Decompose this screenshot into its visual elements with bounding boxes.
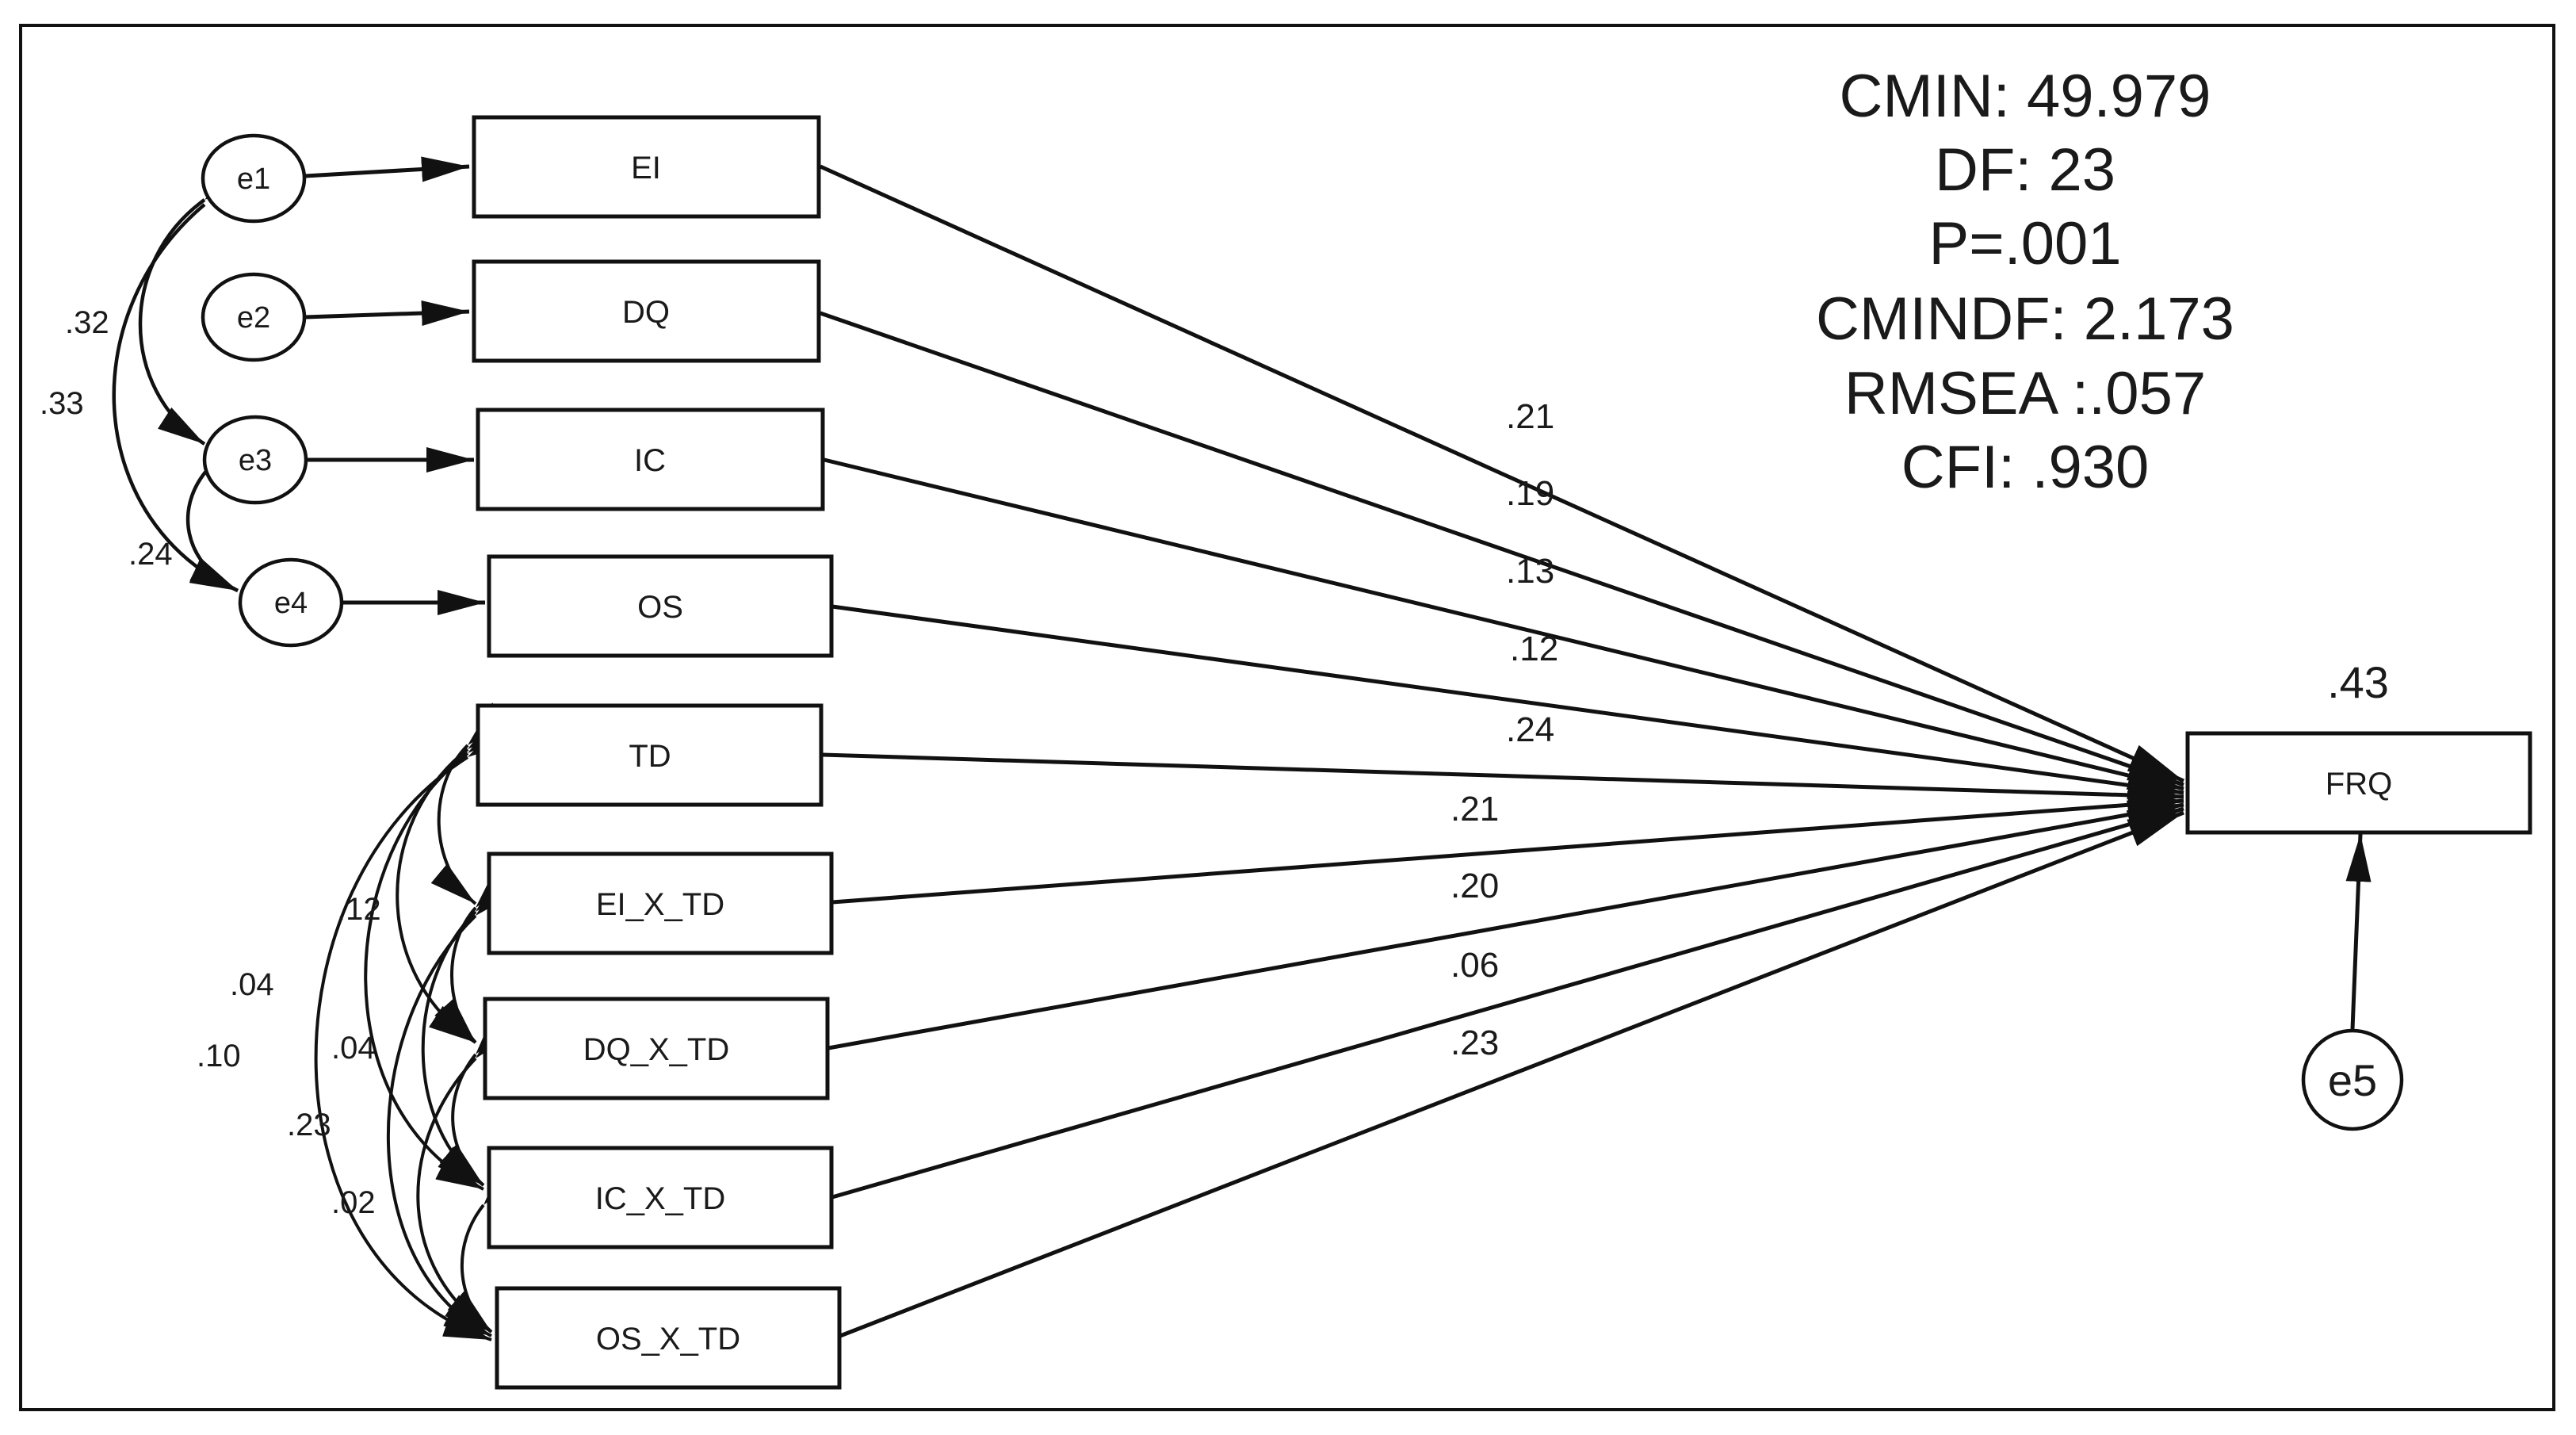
coef-ic-x-td: .06 [1450, 946, 1499, 985]
path-coefficient-labels: .21 .19 .13 .12 .24 .21 .20 .06 .23 [1450, 397, 1558, 1062]
box-ic-x-td: IC_X_TD [487, 1146, 834, 1249]
box-ic-x-td-label: IC_X_TD [595, 1181, 726, 1216]
error-e5: e5 [2301, 1028, 2404, 1131]
box-os-x-td: OS_X_TD [495, 1286, 842, 1390]
path-td-frq [822, 752, 2184, 809]
path-dq-frq [820, 311, 2184, 787]
error-e2-label: e2 [237, 301, 270, 335]
cov-e1-e4 [112, 203, 239, 593]
box-os: OS [487, 554, 834, 658]
cov-label-6: .02 [331, 1185, 376, 1220]
error-e2: e2 [201, 272, 307, 362]
coef-dq: .19 [1506, 474, 1554, 513]
box-dq: DQ [472, 259, 821, 363]
path-os-frq [831, 604, 2184, 800]
error-arrows [304, 156, 2372, 1030]
coef-td: .24 [1506, 710, 1554, 749]
path-dq-x-td-frq [827, 800, 2184, 1050]
cov-e3-e4 [185, 425, 249, 593]
error-e1-label: e1 [237, 163, 270, 196]
cov-label-5: .23 [287, 1108, 331, 1142]
path-ei-frq [819, 164, 2185, 783]
error-e3-label: e3 [239, 444, 272, 477]
fit-p: P=.001 [1929, 210, 2122, 277]
box-ei-x-td: EI_X_TD [487, 851, 834, 955]
box-dq-label: DQ [622, 295, 670, 330]
error-covariance-labels: .32 .33 .24 [40, 305, 173, 572]
box-os-x-td-label: OS_X_TD [596, 1322, 740, 1357]
box-td-label: TD [629, 739, 671, 774]
cov-label-e3-e4: .24 [128, 537, 173, 572]
coef-ei-x-td: .21 [1450, 790, 1499, 828]
cov-label-e1-e4: .33 [40, 386, 84, 421]
path-ei-x-td-frq [831, 790, 2184, 905]
cov-label-e1-e3: .32 [65, 305, 109, 340]
error-covariances [112, 161, 250, 593]
arrow-e5-frq [2345, 833, 2372, 1030]
error-e1: e1 [201, 133, 307, 224]
coef-dq-x-td: .20 [1450, 867, 1499, 905]
outcome-box: FRQ [2185, 731, 2532, 835]
outcome-r-squared: .43 [2327, 657, 2389, 707]
path-ic-frq [824, 457, 2184, 791]
error-e5-label: e5 [2328, 1055, 2377, 1105]
cov-label-1: .12 [337, 892, 381, 927]
arrow-e2-dq [304, 300, 470, 327]
box-ei: EI [472, 115, 821, 219]
box-os-label: OS [637, 590, 683, 625]
cov-eixtd-osxtd [386, 873, 519, 1337]
coef-ic: .13 [1506, 552, 1554, 591]
regression-paths [819, 164, 2185, 1338]
cov-label-3: .10 [197, 1039, 241, 1073]
coef-ei: .21 [1506, 397, 1554, 436]
fit-cmindf: CMINDF: 2.173 [1816, 285, 2234, 353]
coef-os-x-td: .23 [1450, 1024, 1499, 1062]
fit-df: DF: 23 [1935, 136, 2115, 204]
error-e4: e4 [238, 557, 344, 648]
coef-os: .12 [1510, 629, 1558, 668]
predictor-covariances [314, 702, 523, 1341]
cov-icxtd-osxtd [447, 1160, 523, 1334]
box-dq-x-td: DQ_X_TD [483, 997, 830, 1100]
cov-label-4: .04 [331, 1031, 376, 1066]
cov-td-dqxtd [396, 710, 513, 1044]
fit-statistics: CMIN: 49.979 DF: 23 P=.001 CMINDF: 2.173… [1816, 63, 2234, 501]
predictor-boxes: EI DQ IC OS TD EI_X_TD DQ_X_TD IC_X_TD [472, 115, 842, 1390]
box-ic-label: IC [634, 443, 666, 478]
cov-td-osxtd [314, 721, 515, 1341]
cov-e1-e3 [138, 161, 250, 446]
predictor-covariance-labels: .12 .04 .10 .04 .23 .02 [197, 892, 381, 1220]
fit-rmsea: RMSEA :.057 [1844, 360, 2206, 427]
box-ei-label: EI [631, 151, 661, 186]
cov-dqxtd-icxtd [439, 1009, 515, 1187]
cov-label-2: .04 [230, 967, 274, 1002]
error-e4-label: e4 [274, 587, 308, 620]
box-ei-x-td-label: EI_X_TD [596, 887, 724, 922]
outcome-label: FRQ [2326, 767, 2392, 802]
fit-cfi: CFI: .930 [1901, 434, 2150, 501]
arrow-e1-ei [304, 156, 470, 182]
error-terms: e1 e2 e3 e4 e5 [201, 133, 2404, 1131]
box-td: TD [476, 703, 824, 807]
box-ic: IC [476, 408, 825, 511]
box-dq-x-td-label: DQ_X_TD [583, 1032, 730, 1067]
path-os-x-td-frq [839, 810, 2184, 1338]
fit-cmin: CMIN: 49.979 [1840, 63, 2211, 130]
cov-td-icxtd [364, 714, 514, 1191]
path-ic-x-td-frq [831, 806, 2184, 1200]
error-e3: e3 [202, 415, 308, 505]
